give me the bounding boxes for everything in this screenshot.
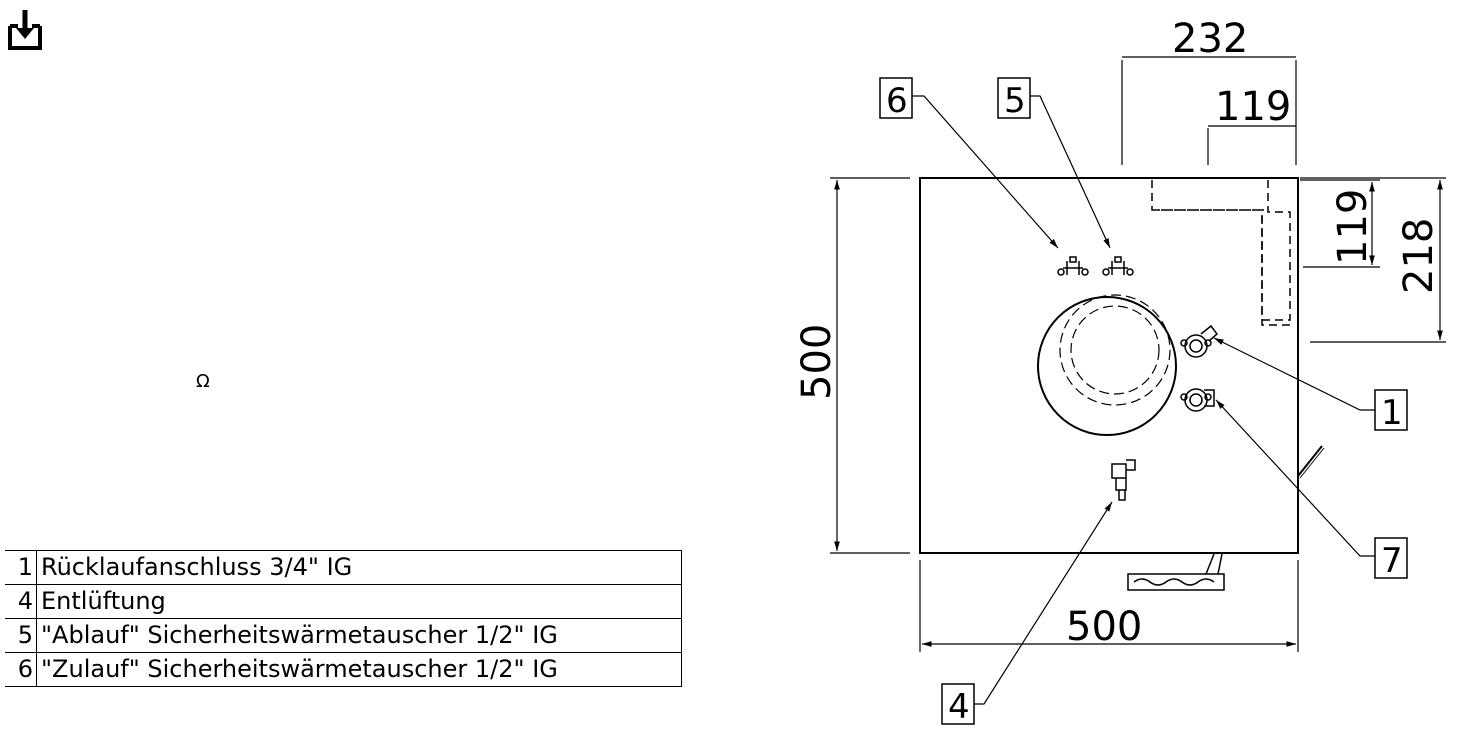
legend-label: "Ablauf" Sicherheitswärmetauscher 1/2" I…: [36, 618, 682, 653]
callout-4-label: 4: [948, 687, 970, 727]
vent-fitting: [1111, 459, 1136, 501]
callout-6-label: 6: [886, 81, 908, 121]
side-pipe: [1297, 445, 1323, 477]
legend-num: 6: [5, 652, 37, 687]
dim-500-bottom: [919, 560, 1299, 652]
dim-119-top: [1207, 125, 1296, 165]
download-button[interactable]: [6, 8, 46, 52]
callout-1-label: 1: [1381, 393, 1403, 433]
dim-218: [1300, 177, 1446, 343]
fitting-6-body: [1057, 256, 1089, 276]
fitting-7-icon: [1180, 388, 1215, 412]
legend-num: 5: [5, 618, 37, 653]
dim-500-left-label: 500: [794, 324, 840, 400]
legend-num: 4: [5, 584, 37, 619]
dim-232-label: 232: [1172, 16, 1248, 62]
legend-row: 1 Rücklaufanschluss 3/4" IG: [5, 550, 682, 585]
dim-232: [1121, 56, 1297, 165]
tank-outline: [919, 177, 1299, 554]
fitting-1-icon: [1180, 324, 1219, 358]
callout-7: [1215, 399, 1408, 579]
callout-5-label: 5: [1004, 81, 1026, 121]
center-mark: Ω: [196, 371, 210, 392]
dim-119-right-label: 119: [1330, 189, 1376, 265]
dim-119-right: [1300, 179, 1380, 268]
bottom-foot: [1127, 553, 1225, 591]
dim-218-label: 218: [1396, 218, 1442, 294]
hidden-box: [1151, 180, 1295, 326]
legend-row: 5 "Ablauf" Sicherheitswärmetauscher 1/2"…: [5, 618, 682, 653]
callout-1: [1213, 337, 1408, 431]
callout-6: [879, 77, 1059, 249]
callout-5: [997, 77, 1111, 249]
callout-4: [941, 501, 1113, 725]
fitting-5-body: [1102, 256, 1134, 276]
dim-119-top-label: 119: [1215, 84, 1291, 130]
dim-500-bottom-label: 500: [1066, 604, 1142, 650]
legend-label: Rücklaufanschluss 3/4" IG: [36, 550, 682, 585]
flange-circle: [1037, 294, 1177, 436]
legend-label: "Zulauf" Sicherheitswärmetauscher 1/2" I…: [36, 652, 682, 687]
legend-row: 6 "Zulauf" Sicherheitswärmetauscher 1/2"…: [5, 652, 682, 687]
download-icon: [8, 10, 42, 50]
legend-table: 1 Rücklaufanschluss 3/4" IG 4 Entlüftung…: [5, 550, 682, 687]
callout-7-label: 7: [1381, 541, 1403, 581]
dim-500-left: [830, 177, 910, 554]
